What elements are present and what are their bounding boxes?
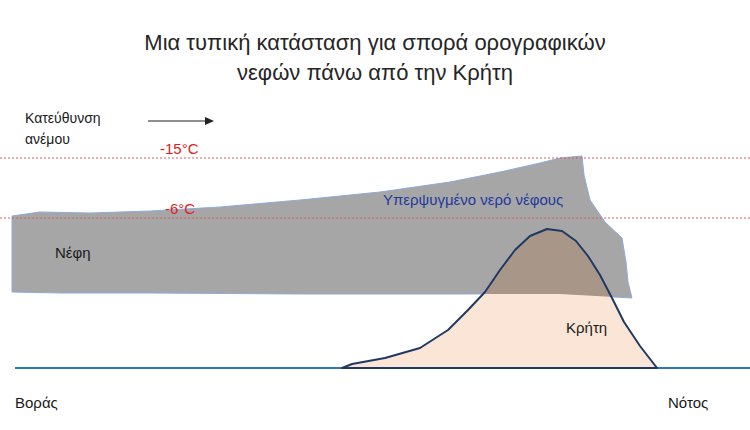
label-slot: Βοράς [15, 392, 58, 415]
wind-arrow-head [205, 117, 214, 125]
temperature-label: -6°C [165, 198, 195, 221]
compass-label: Νότος [668, 392, 708, 415]
island-label: Κρήτη [566, 319, 607, 336]
label-slot: -15°C [160, 138, 199, 161]
label-slot: Νότος [668, 392, 708, 415]
temperature-label: -15°C [160, 138, 199, 161]
wind-arrow-shaft [148, 120, 206, 121]
wind-direction-label: Κατεύθυνση ανέμου [25, 108, 120, 150]
supercooled-water-label: Υπερψυγμένο νερό νέφους [383, 191, 563, 208]
label-slot: Κατεύθυνση ανέμου [25, 108, 120, 150]
island-in-cloud-fill [342, 229, 657, 368]
text-slot: Υπερψυγμένο νερό νέφους [383, 191, 563, 209]
isotherm-line [0, 158, 750, 159]
compass-label: Βοράς [15, 392, 58, 415]
cloud-label: Νέφη [55, 244, 91, 261]
label-slot: -6°C [165, 198, 195, 221]
crete-node: Κρήτη [338, 224, 663, 372]
text-slot: Νέφη [55, 244, 91, 262]
text-slot: Κρήτη [566, 319, 607, 337]
isotherm-line [0, 218, 750, 219]
island-fill [342, 229, 657, 368]
island-outline [342, 229, 657, 368]
crete-shape [338, 224, 663, 372]
diagram-title: Μια τυπική κατάσταση για σπορά ορογραφικ… [124, 28, 626, 88]
title-box: Μια τυπική κατάσταση για σπορά ορογραφικ… [124, 28, 626, 88]
